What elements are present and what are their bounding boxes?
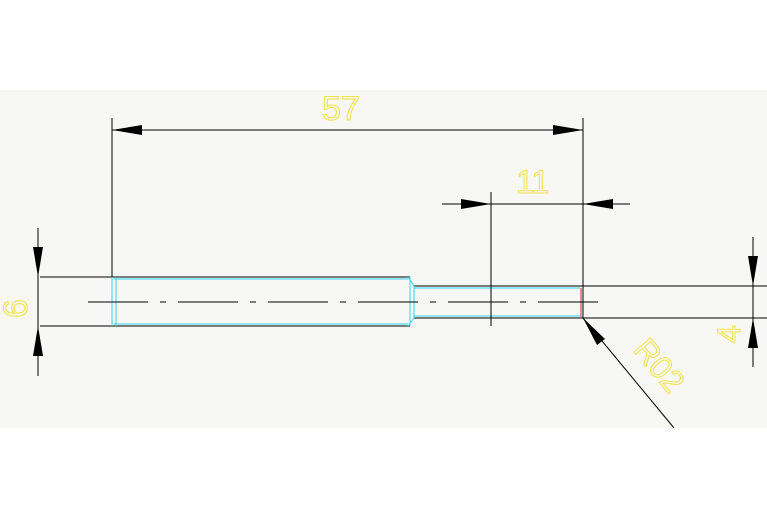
arrow-right-icon <box>553 125 583 135</box>
chamfer-bottom <box>407 317 415 327</box>
thread-arrow-left-icon <box>461 199 491 209</box>
small-dia-arrow-top-icon <box>748 256 758 286</box>
radius-arrow-icon <box>583 318 605 345</box>
drawing-area <box>0 90 767 428</box>
large-diameter-label: 6 <box>0 299 35 318</box>
small-diameter-label: 4 <box>711 325 747 343</box>
part-outline <box>40 276 767 327</box>
chamfer-top <box>407 276 415 287</box>
thread-length-label: 11 <box>516 164 549 200</box>
dim-overall-length <box>111 118 584 318</box>
small-dia-arrow-bottom-icon <box>748 318 758 348</box>
thread-arrow-right-icon <box>583 199 613 209</box>
large-dia-arrow-top-icon <box>33 247 43 277</box>
overall-length-label: 57 <box>322 90 360 128</box>
arrow-left-icon <box>112 125 142 135</box>
large-dia-arrow-bottom-icon <box>33 326 43 356</box>
